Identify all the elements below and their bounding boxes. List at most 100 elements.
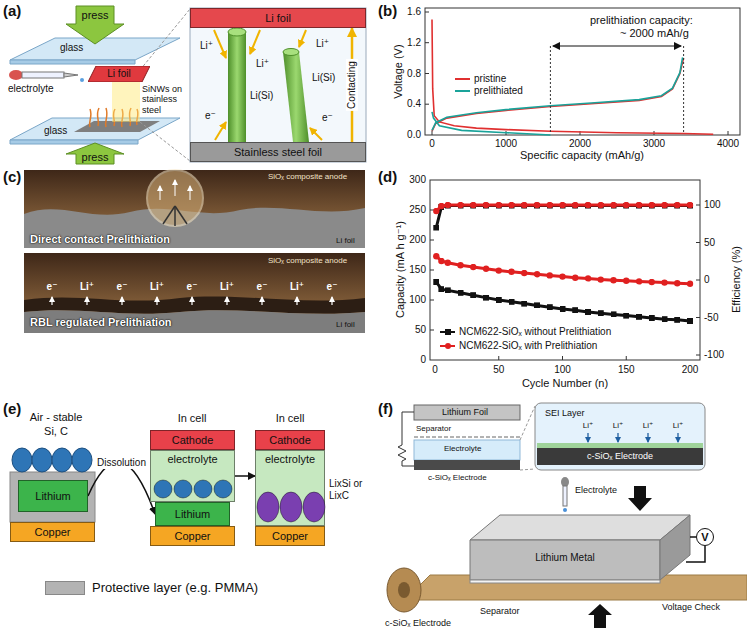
panel-d-plot (436, 256, 690, 284)
node-text: Li foil (265, 12, 291, 25)
panel-d-plot (436, 205, 690, 211)
panel-f-art (617, 433, 618, 442)
axis-title: Specific capacity (mAh/g) (520, 149, 644, 162)
ion-label: Li⁺ (256, 58, 269, 70)
particle (174, 480, 192, 498)
panel-c-art (24, 310, 365, 333)
edge-label: Dissolution (95, 457, 148, 469)
axis-title: Voltage (V) (391, 45, 404, 99)
panel-e-art (10, 448, 95, 522)
tick-label: 1.2 (407, 37, 421, 49)
cathode-layer: Cathode (255, 430, 325, 450)
ion-label: Li⁺ (673, 421, 683, 431)
panel-a-art (10, 60, 135, 64)
tick-label: 100 (409, 294, 426, 306)
part-label: SiOₓ composite anode (268, 256, 347, 266)
axis-title: Capacity (mA h g⁻¹) (393, 222, 406, 319)
part-label: Electrolyte (444, 444, 481, 454)
carrier-label: e⁻ (257, 281, 268, 293)
panel-f-art (520, 406, 535, 440)
panel-f-art (677, 433, 678, 442)
panel-letter: (d) (378, 168, 397, 186)
panel-b-plot (432, 20, 713, 135)
panel-b-plot (683, 46, 684, 133)
panel-f-art (537, 448, 703, 465)
panel-c-art (163, 206, 175, 224)
node-text: electrolyte (167, 453, 217, 466)
annotation: prelithiation capacity: (590, 14, 693, 27)
cathode-layer: Cathode (150, 430, 235, 450)
panel-f-art (414, 405, 520, 420)
ion-label: Li⁺ (583, 421, 593, 431)
tick-label: 1000 (495, 138, 517, 150)
part-label: LixSi or LixC (329, 478, 369, 501)
panel-e-art (12, 448, 92, 472)
panel-d-plot (436, 282, 690, 321)
foil-layer: Li foil (190, 8, 366, 28)
panel-f-art (588, 604, 612, 628)
panel-a-art (283, 49, 299, 56)
legend-text: prelithiated (474, 85, 523, 97)
particle (194, 480, 212, 498)
panel-a-art (66, 143, 124, 164)
panel-letter: (b) (378, 2, 397, 20)
panel-a-art (190, 8, 366, 162)
part-label: Si, C (44, 425, 68, 438)
panel-c-art (24, 253, 365, 333)
panel-f-art (470, 540, 660, 580)
panel-f-art (588, 433, 678, 442)
panel-f-art (414, 440, 520, 460)
panel-e-art (72, 448, 92, 472)
panel-c-art (175, 206, 187, 224)
tick-label: 0.8 (407, 68, 421, 80)
panel-e-art (10, 472, 95, 522)
panel-a-art (310, 128, 322, 140)
process-arrow (235, 475, 255, 477)
panel-c-art (86, 297, 87, 305)
part-label: SEI Layer (545, 408, 585, 419)
carrier-label: Li⁺ (150, 281, 164, 293)
edge-label: Contacting (346, 59, 358, 111)
panel-f-art (398, 412, 414, 466)
part-label: c-SiOₓ Electrode (587, 451, 653, 462)
panel-f-art (628, 486, 652, 511)
panel-b-plot (432, 57, 683, 130)
part-label: Li foil (336, 236, 355, 246)
part-label: SiOₓ composite anode (268, 172, 347, 182)
panel-a-art (228, 32, 246, 142)
tick-label: 200 (682, 364, 699, 376)
tick-label: 3000 (643, 138, 665, 150)
ion-label: Li⁺ (200, 40, 213, 52)
tick-label: 300 (409, 174, 426, 186)
stage-heading: In cell (276, 412, 305, 425)
copper-layer: Copper (10, 522, 95, 542)
tick-label: 200 (409, 234, 426, 246)
panel-e-art (12, 448, 32, 472)
legend-text: Protective layer (e.g. PMMA) (92, 580, 258, 596)
panel-b-plot (553, 46, 681, 47)
carrier-label: e⁻ (327, 281, 338, 293)
panel-c-art (24, 170, 365, 248)
legend-swatch (45, 581, 85, 595)
panel-f-art (470, 515, 690, 540)
carrier-label: e⁻ (47, 281, 58, 293)
foil-plate: Li foil (88, 66, 150, 82)
tick-label: 0 (704, 274, 710, 286)
panel-f-art (563, 486, 567, 506)
panel-c-art (160, 180, 190, 200)
tick-label: 250 (409, 204, 426, 216)
panel-c-art (331, 297, 332, 305)
panel-f-art (520, 469, 535, 470)
panel-a-art (299, 30, 306, 47)
panel-d-plot (436, 205, 690, 211)
panel-f-art (387, 568, 421, 612)
annotation: ~ 2000 mAh/g (620, 27, 689, 40)
panel-letter: (e) (3, 400, 21, 418)
particle (280, 492, 302, 522)
part-label: Li(Si) (312, 72, 335, 84)
panel-c-art (24, 170, 365, 333)
axis-title: Efficiency (%) (730, 246, 743, 313)
panel-a-art (10, 140, 138, 144)
panel-c-art (52, 297, 332, 305)
